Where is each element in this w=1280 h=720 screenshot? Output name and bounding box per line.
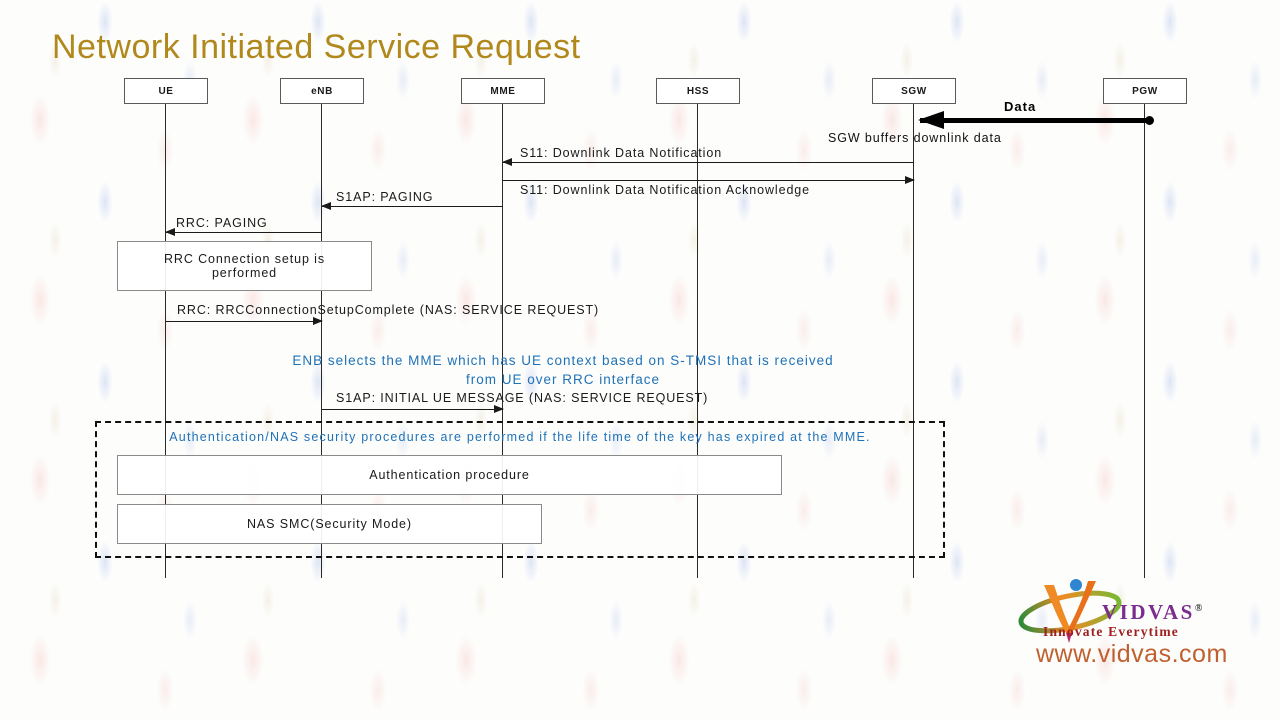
rrc-setup-box-label: RRC Connection setup is performed [163,252,326,280]
lifeline-sgw [913,104,914,578]
brand-website: www.vidvas.com [1036,640,1228,668]
nas-smc-box: NAS SMC(Security Mode) [117,504,542,544]
participant-label: PGW [1132,85,1158,97]
arrowhead-right-icon [905,176,915,184]
authentication-procedure-box: Authentication procedure [117,455,782,495]
arrowhead-left-icon [502,158,512,166]
nas-smc-label: NAS SMC(Security Mode) [247,517,412,531]
brand-name-text: VIDVAS [1102,600,1195,624]
brand-tagline: Innovate Everytime [1043,624,1179,639]
data-flow-arrow [918,111,1154,129]
auth-region-dashed-box [95,421,945,558]
message-label: S11: Downlink Data Notification [520,146,723,160]
participant-box-enb: eNB [280,78,364,104]
vidvas-logo-icon [1018,579,1122,643]
participant-label: UE [158,85,174,97]
message-arrow [322,405,504,413]
message-arrow [502,158,914,166]
arrowhead-left-icon [165,228,175,236]
rrc-setup-box: RRC Connection setup is performed [117,241,372,291]
participant-label: MME [490,85,516,97]
participant-label: eNB [311,85,333,97]
lifeline-mme [502,104,503,578]
data-flow-label: Data [1004,99,1037,114]
message-arrow [166,317,323,325]
message-label: S1AP: PAGING [336,190,434,204]
arrowhead-right-icon [494,405,504,413]
message-arrow [503,176,915,184]
auth-condition-note: Authentication/NAS security procedures a… [169,430,871,444]
message-label: RRC: RRCConnectionSetupComplete (NAS: SE… [177,303,600,317]
sgw-buffer-note: SGW buffers downlink data [828,131,1002,145]
message-label: S11: Downlink Data Notification Acknowle… [520,183,810,197]
arrowhead-left-icon [918,111,944,129]
participant-label: HSS [686,85,710,97]
participant-box-hss: HSS [656,78,740,104]
participant-label: SGW [901,85,927,97]
message-arrow [165,228,322,236]
lifeline-ue [165,104,166,578]
page-title: Network Initiated Service Request [52,28,581,66]
registered-mark: ® [1194,603,1203,614]
lifeline-hss [697,104,698,578]
brand-name: VIDVAS® [1102,600,1202,625]
message-label: RRC: PAGING [176,216,268,230]
message-label: S1AP: INITIAL UE MESSAGE (NAS: SERVICE R… [336,391,709,405]
participant-box-ue: UE [124,78,208,104]
authentication-procedure-label: Authentication procedure [369,468,530,482]
participant-box-mme: MME [461,78,545,104]
arrowhead-left-icon [321,202,331,210]
arrowhead-right-icon [313,317,323,325]
participant-box-pgw: PGW [1103,78,1187,104]
lifeline-enb [321,104,322,578]
enb-selects-note: ENB selects the MME which has UE context… [292,353,834,387]
message-arrow [321,202,503,210]
participant-box-sgw: SGW [872,78,956,104]
lifeline-pgw [1144,104,1145,578]
arrow-origin-dot [1145,116,1154,125]
